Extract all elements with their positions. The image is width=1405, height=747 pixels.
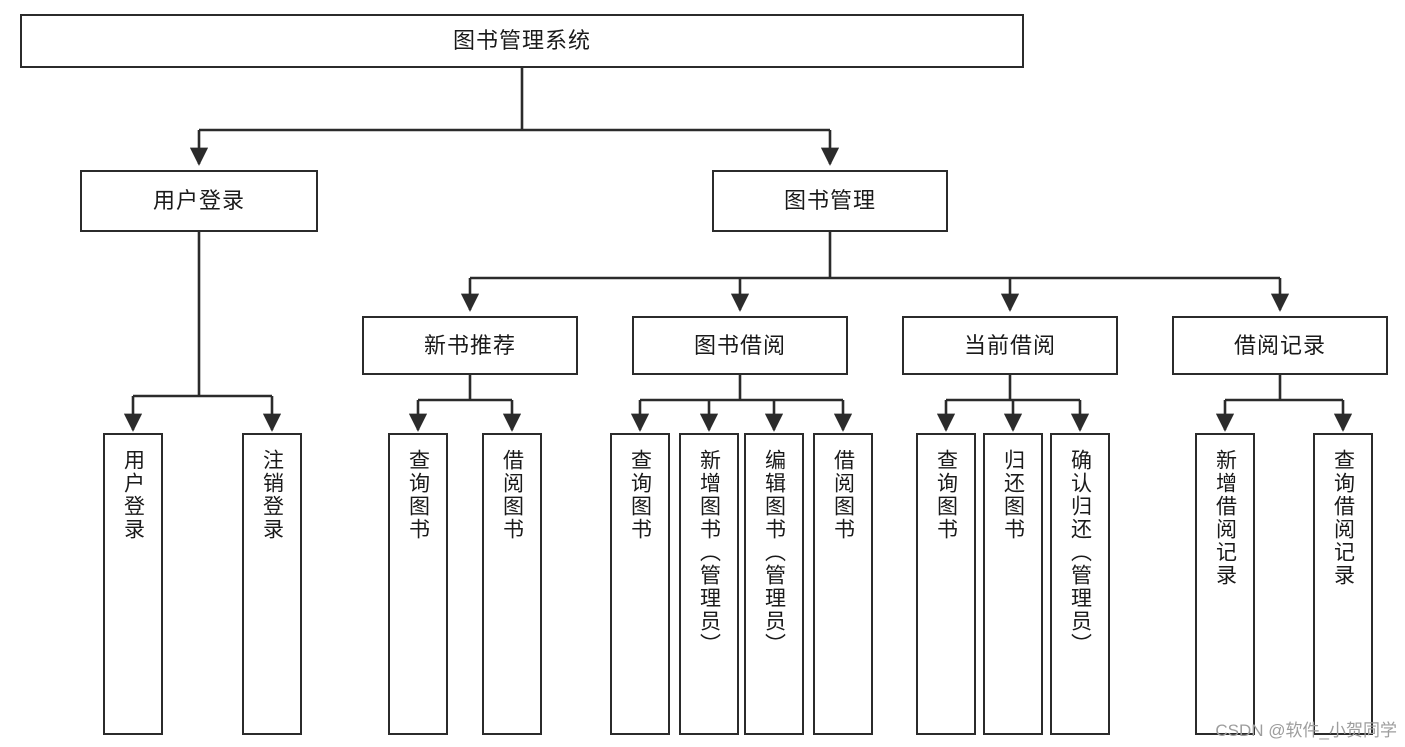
leaf-current-confirm-return-admin[interactable]: 确认归还（管理员）	[1050, 433, 1110, 735]
node-new-book-recommend[interactable]: 新书推荐	[362, 316, 578, 375]
node-user-login[interactable]: 用户登录	[80, 170, 318, 232]
node-borrow-record-label: 借阅记录	[1233, 332, 1326, 358]
node-book-borrow-label: 图书借阅	[693, 332, 786, 358]
leaf-recommend-borrow-book[interactable]: 借阅图书	[482, 433, 542, 735]
leaf-borrow-borrow-book[interactable]: 借阅图书	[813, 433, 873, 735]
leaf-user-login-login[interactable]: 用户登录	[103, 433, 163, 735]
leaf-label: 用户登录	[121, 449, 145, 541]
leaf-label: 查询图书	[934, 449, 958, 541]
node-current-borrow[interactable]: 当前借阅	[902, 316, 1118, 375]
leaf-recommend-query-book[interactable]: 查询图书	[388, 433, 448, 735]
leaf-label: 注销登录	[260, 449, 284, 541]
node-new-book-recommend-label: 新书推荐	[423, 332, 516, 358]
node-borrow-record[interactable]: 借阅记录	[1172, 316, 1388, 375]
leaf-user-login-logout[interactable]: 注销登录	[242, 433, 302, 735]
node-current-borrow-label: 当前借阅	[963, 332, 1056, 358]
node-book-management[interactable]: 图书管理	[712, 170, 948, 232]
leaf-label: 确认归还（管理员）	[1068, 449, 1092, 656]
leaf-record-query-record[interactable]: 查询借阅记录	[1313, 433, 1373, 735]
node-root[interactable]: 图书管理系统	[20, 14, 1024, 68]
leaf-record-add-record[interactable]: 新增借阅记录	[1195, 433, 1255, 735]
leaf-current-return-book[interactable]: 归还图书	[983, 433, 1043, 735]
node-user-login-label: 用户登录	[152, 188, 245, 214]
leaf-label: 新增图书（管理员）	[697, 449, 721, 656]
watermark: CSDN @软件_小贺同学	[1215, 721, 1397, 740]
leaf-label: 查询图书	[628, 449, 652, 541]
node-root-label: 图书管理系统	[452, 28, 591, 54]
leaf-label: 查询图书	[406, 449, 430, 541]
leaf-label: 新增借阅记录	[1213, 449, 1237, 587]
leaf-label: 归还图书	[1001, 449, 1025, 541]
leaf-label: 查询借阅记录	[1331, 449, 1355, 587]
leaf-label: 借阅图书	[831, 449, 855, 541]
node-book-borrow[interactable]: 图书借阅	[632, 316, 848, 375]
leaf-borrow-edit-book-admin[interactable]: 编辑图书（管理员）	[744, 433, 804, 735]
leaf-borrow-query-book[interactable]: 查询图书	[610, 433, 670, 735]
node-book-management-label: 图书管理	[783, 188, 876, 214]
leaf-current-query-book[interactable]: 查询图书	[916, 433, 976, 735]
leaf-label: 编辑图书（管理员）	[762, 449, 786, 656]
leaf-label: 借阅图书	[500, 449, 524, 541]
leaf-borrow-add-book-admin[interactable]: 新增图书（管理员）	[679, 433, 739, 735]
